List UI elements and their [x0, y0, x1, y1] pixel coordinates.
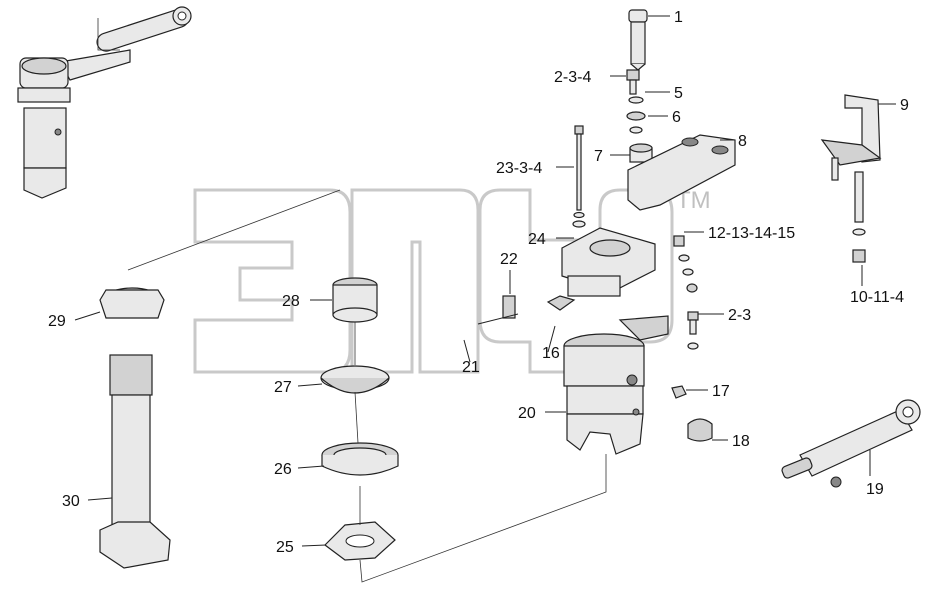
part-27-disk: [320, 365, 390, 394]
callout-23-3-4: 23-3-4: [496, 160, 542, 177]
part-25-gasket: [324, 521, 396, 561]
part-19-cylinder: [781, 399, 921, 488]
part-28-bushing: [332, 277, 378, 323]
callout-21: 21: [462, 359, 480, 376]
callout-25: 25: [276, 539, 294, 556]
callout-27: 27: [274, 379, 292, 396]
part-24-flange: [546, 227, 669, 341]
part-8-bracket: [627, 134, 736, 211]
assembled-unit-preview: [17, 6, 192, 199]
part-29-clamp: [99, 287, 165, 319]
callout-16: 16: [542, 345, 560, 362]
part-21-pin: [477, 313, 519, 325]
callout-5: 5: [674, 85, 683, 102]
callout-8: 8: [738, 133, 747, 150]
part-26-bearing: [321, 442, 399, 476]
part-20-housing: [563, 333, 645, 455]
part-1-pin: [628, 9, 648, 71]
part-6-washer: [626, 111, 646, 121]
callout-1: 1: [674, 9, 683, 26]
part-23-long-bolt: [572, 125, 586, 228]
callout-22: 22: [500, 251, 518, 268]
part-7-bushing: [629, 143, 653, 163]
washer-small: [629, 126, 643, 134]
callout-28: 28: [282, 293, 300, 310]
callout-10-11-4: 10-11-4: [850, 289, 904, 306]
part-22-plate: [502, 295, 516, 319]
part-2-3-4-bolt: [626, 69, 640, 95]
callout-24: 24: [528, 231, 546, 248]
callout-26: 26: [274, 461, 292, 478]
callout-18: 18: [732, 433, 750, 450]
callout-19: 19: [866, 481, 884, 498]
callout-6: 6: [672, 109, 681, 126]
part-30-shaft: [99, 354, 171, 569]
part-9-bracket: [820, 94, 882, 263]
callout-30: 30: [62, 493, 80, 510]
part-12-15-bolts: [673, 235, 698, 293]
callout-2-3: 2-3: [728, 307, 751, 324]
callout-20: 20: [518, 405, 536, 422]
callout-7: 7: [594, 148, 603, 165]
callout-12-13-14-15: 12-13-14-15: [708, 225, 795, 242]
part-18-cap: [687, 418, 713, 442]
part-2-3-bolt: [687, 311, 699, 350]
part-17-plug: [671, 385, 687, 399]
callout-17: 17: [712, 383, 730, 400]
callout-9: 9: [900, 97, 909, 114]
part-5-washer: [628, 96, 644, 104]
callout-29: 29: [48, 313, 66, 330]
callout-2-3-4-top: 2-3-4: [554, 69, 591, 86]
